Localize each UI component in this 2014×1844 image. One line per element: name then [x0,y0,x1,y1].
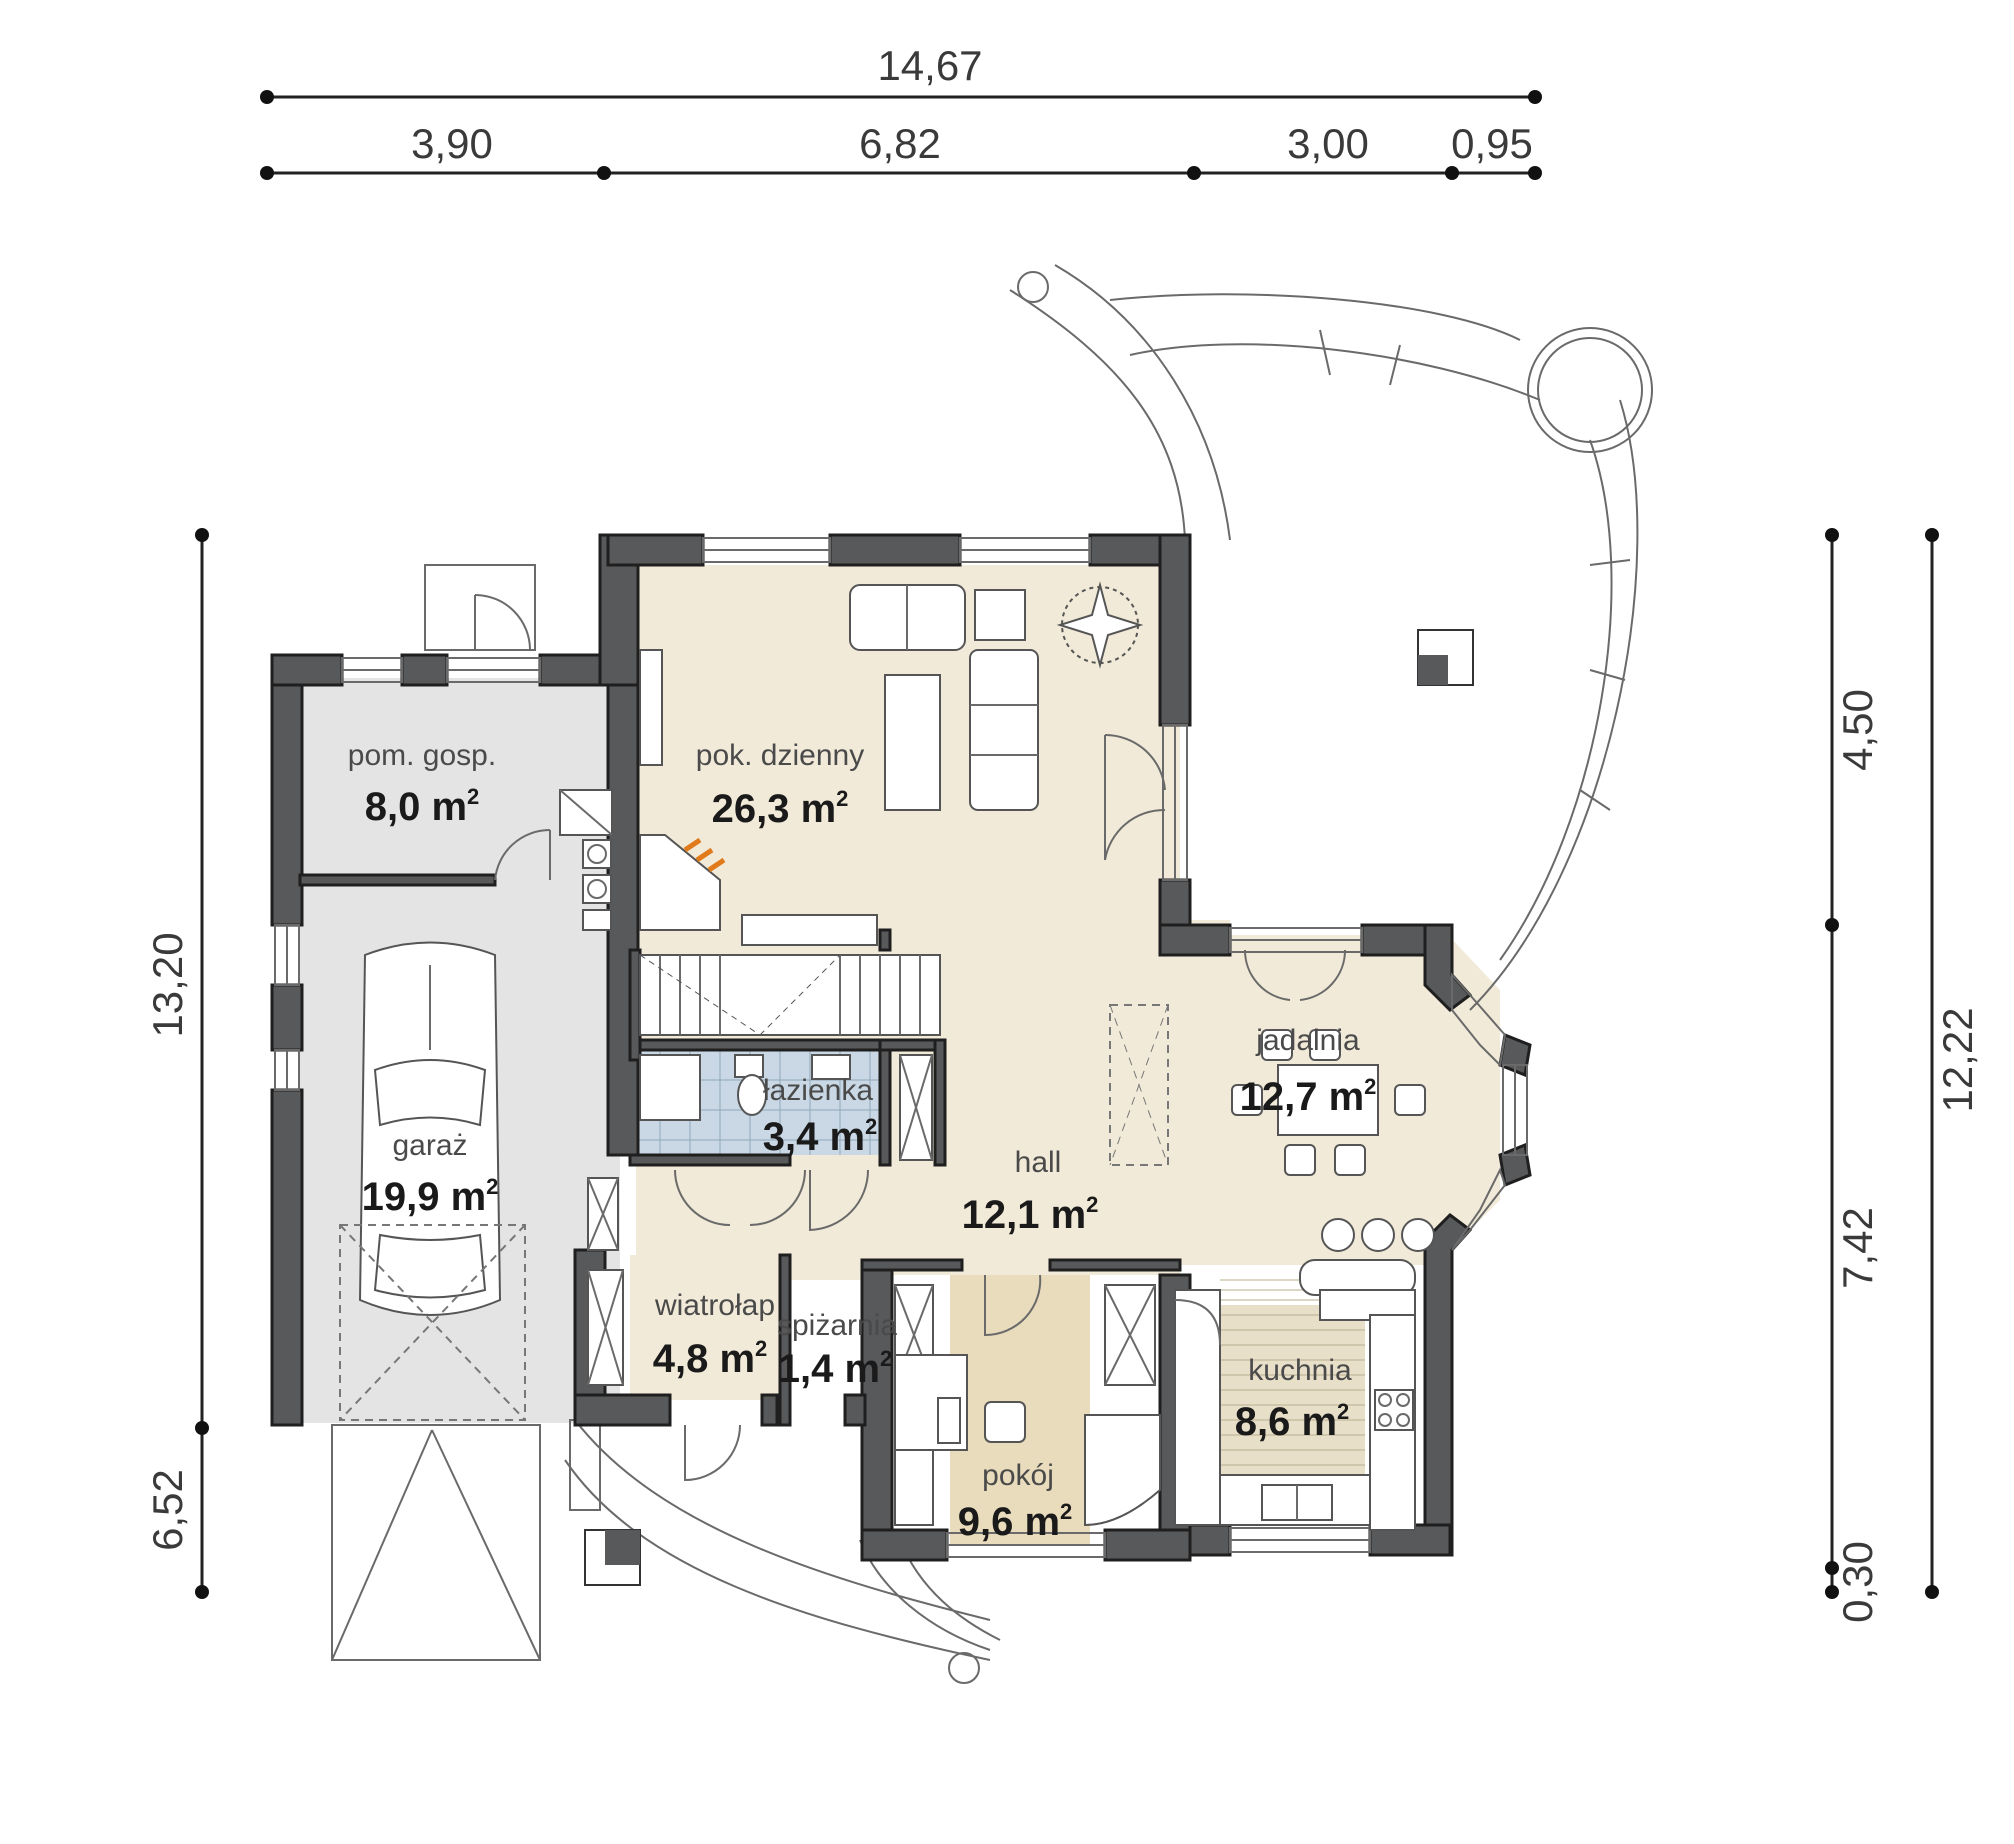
stove-icon [1374,1389,1414,1431]
room-area-vestibule: 4,8 m2 [653,1336,768,1381]
dim-top-seg-4: 0,95 [1451,120,1533,167]
room-name-living: pok. dzienny [696,739,864,772]
dim-top-total: 14,67 [877,42,982,89]
dim-right-seg-3: 0,30 [1834,1541,1881,1623]
vestibule-floor [630,1255,780,1400]
car-icon [358,941,502,1316]
dim-top-seg-1: 3,90 [411,120,493,167]
room-area-kitchen: 8,6 m2 [1235,1399,1350,1444]
room-area-dining: 12,7 m2 [1240,1074,1377,1119]
room-name-vestibule: wiatrołap [654,1289,775,1322]
entrance-post [948,1652,980,1684]
room-labels: pom. gosp. 8,0 m2 pok. dzienny 26,3 m2 ł… [348,739,1377,1544]
shower-icon [639,1054,701,1121]
dining-table-icon [1277,1064,1379,1136]
terrace-column [1527,327,1653,453]
toilet-icon [737,1074,767,1116]
room-area-room: 9,6 m2 [958,1499,1073,1544]
room-name-hall: hall [1015,1146,1062,1179]
room-area-pantry: 1,4 m2 [778,1346,893,1391]
dimension-lines [195,90,1939,1599]
room-name-dining: jadalnia [1255,1024,1360,1057]
room-name-kitchen: kuchnia [1248,1354,1352,1387]
coffee-table-icon [884,674,941,811]
dim-right-seg-2: 7,42 [1834,1207,1881,1289]
dim-right-total: 12,22 [1934,1007,1981,1112]
dimension-labels: 14,67 3,90 6,82 3,00 0,95 13,20 6,52 4,5… [144,42,1981,1623]
dim-top-seg-2: 6,82 [859,120,941,167]
room-area-utility: 8,0 m2 [365,784,480,829]
stairs-icon [639,914,941,1036]
terrace [331,264,1653,1684]
doors [474,594,1347,1482]
bed-icon [1084,1414,1161,1527]
dim-left-total: 13,20 [144,932,191,1037]
dim-right-seg-1: 4,50 [1834,689,1881,771]
armchair-icon [974,589,1026,641]
sink-icon [811,1054,851,1080]
sofa-side-icon [969,649,1039,811]
terrace-post [1017,271,1049,303]
room-area-bathroom: 3,4 m2 [763,1114,878,1159]
furniture [339,581,1435,1531]
driveway [331,1424,541,1661]
plant-icon [1056,581,1144,669]
room-area-living: 26,3 m2 [712,786,849,831]
room-name-utility: pom. gosp. [348,739,496,772]
fire-icon [683,837,726,873]
dim-top-seg-3: 3,00 [1287,120,1369,167]
dim-left-bottom: 6,52 [144,1469,191,1551]
room-area-hall: 12,1 m2 [962,1192,1099,1237]
room-name-room: pokój [982,1459,1054,1492]
rear-porch [424,564,536,651]
room-name-garage: garaż [392,1129,467,1162]
room-name-pantry: spiżarnia [777,1309,897,1342]
room-area-garage: 19,9 m2 [362,1174,499,1219]
room-name-bathroom: łazienka [763,1074,873,1107]
windows [274,537,1528,1558]
